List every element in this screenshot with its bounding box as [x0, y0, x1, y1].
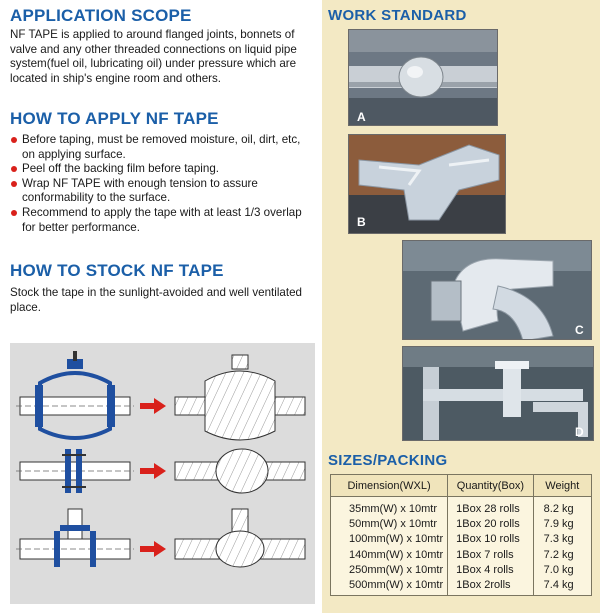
taping-illustration	[16, 351, 306, 568]
tee-joint-after	[174, 508, 306, 568]
photo-d-label: D	[575, 425, 584, 439]
table-row: 140mm(W) x 10mtr 1Box 7 rolls 7.2 kg	[329, 547, 593, 563]
photo-a-image	[349, 30, 497, 125]
bullet-icon	[11, 137, 17, 143]
bullet-icon	[11, 166, 17, 173]
how-to-apply-list: Before taping, must be removed moisture,…	[10, 133, 315, 235]
arrow-icon	[140, 541, 166, 557]
photo-b: B	[348, 134, 506, 234]
arrow-icon	[140, 463, 166, 479]
sizes-table: Dimension(WXL) Quantity(Box) Weight 35mm…	[329, 474, 593, 597]
list-item: Recommend to apply the tape with at leas…	[10, 206, 315, 235]
list-item: Before taping, must be removed moisture,…	[10, 133, 315, 162]
photo-d: D	[402, 346, 594, 441]
tee-joint-before	[16, 508, 134, 567]
photo-a: A	[348, 29, 498, 126]
photo-a-label: A	[357, 110, 366, 124]
photo-c-label: C	[575, 323, 584, 337]
application-scope-title: APPLICATION SCOPE	[10, 6, 192, 25]
table-row: 250mm(W) x 10mtr 1Box 4 rolls 7.0 kg	[329, 562, 593, 579]
list-item: Peel off the backing film before taping.	[10, 162, 315, 177]
column-header-quantity: Quantity(Box)	[447, 474, 534, 497]
bullet-icon	[11, 180, 17, 187]
flange-joint-before	[16, 449, 134, 493]
photo-c-image	[403, 241, 591, 339]
how-to-stock-title: HOW TO STOCK NF TAPE	[10, 261, 224, 280]
table-row: 35mm(W) x 10mtr 1Box 28 rolls 8.2 kg	[329, 496, 593, 518]
table-row: 500mm(W) x 10mtr 1Box 2rolls 7.4 kg	[329, 578, 593, 597]
flange-joint-after	[174, 448, 306, 494]
table-header-row: Dimension(WXL) Quantity(Box) Weight	[329, 474, 593, 497]
photo-b-label: B	[357, 215, 366, 229]
flange-valve-before	[16, 351, 134, 440]
photo-b-image	[349, 135, 505, 233]
work-standard-title: WORK STANDARD	[328, 7, 467, 24]
column-header-dimension: Dimension(WXL)	[329, 474, 449, 497]
column-header-weight: Weight	[532, 474, 593, 497]
flange-valve-after	[174, 354, 306, 441]
application-scope-text: NF TAPE is applied to around flanged joi…	[10, 28, 297, 85]
taping-diagram	[10, 343, 315, 604]
sizes-packing-title: SIZES/PACKING	[328, 452, 448, 469]
table-row: 50mm(W) x 10mtr 1Box 20 rolls 7.9 kg	[329, 517, 593, 533]
arrow-icon	[140, 398, 166, 414]
right-column: WORK STANDARD A B C	[322, 0, 600, 613]
how-to-stock-text: Stock the tape in the sunlight-avoided a…	[10, 286, 302, 314]
photo-d-image	[403, 347, 593, 440]
list-item: Wrap NF TAPE with enough tension to assu…	[10, 177, 315, 206]
table-row: 100mm(W) x 10mtr 1Box 10 rolls 7.3 kg	[329, 532, 593, 548]
how-to-apply-title: HOW TO APPLY NF TAPE	[10, 109, 219, 128]
bullet-icon	[11, 209, 17, 216]
photo-c: C	[402, 240, 592, 340]
